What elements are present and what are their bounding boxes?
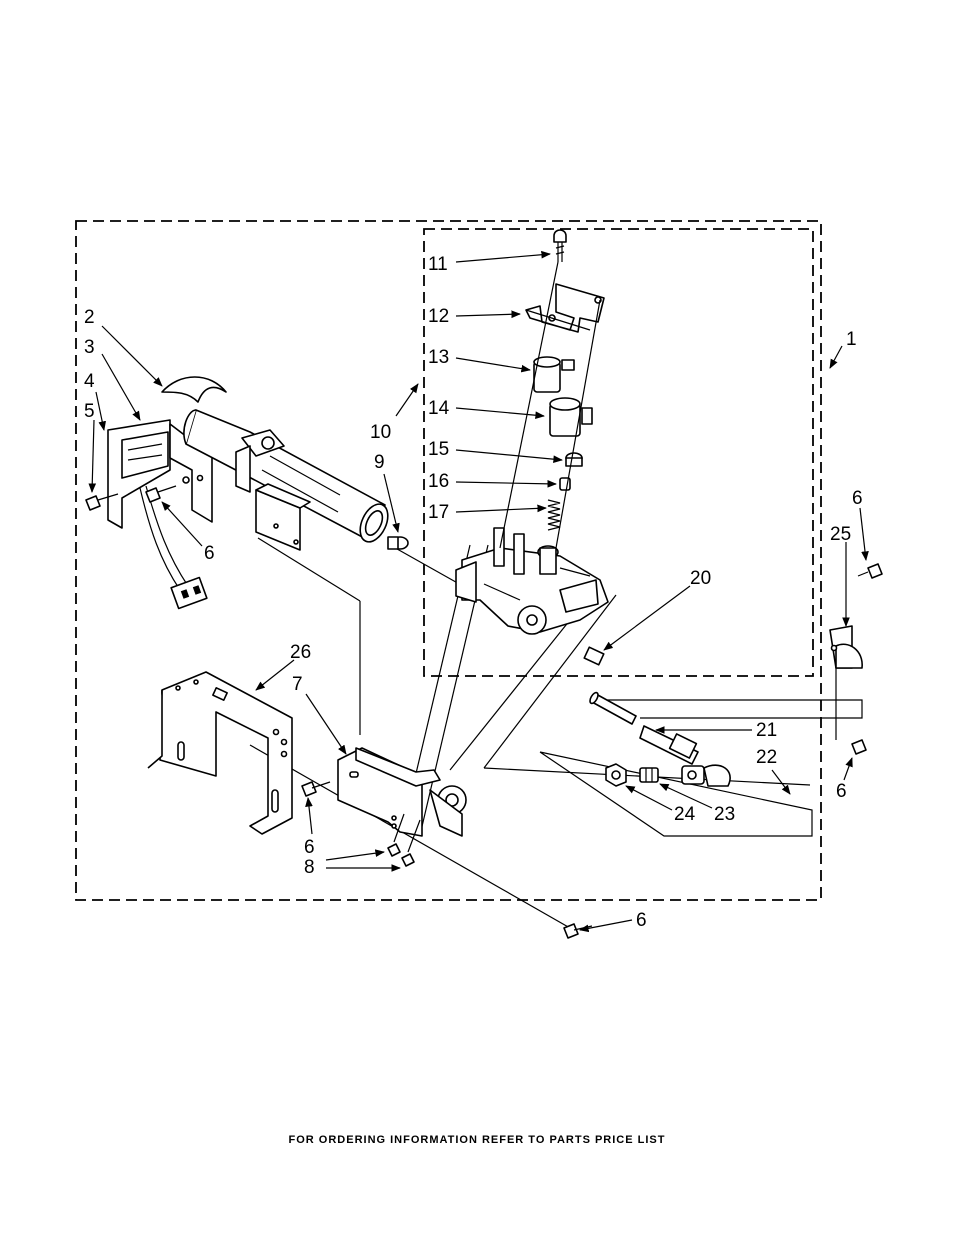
valve-assembly-boundary: [423, 228, 814, 677]
bracket-25: [829, 625, 863, 669]
callout-22: 22: [756, 747, 777, 768]
alignment-lines: [239, 459, 863, 929]
callout-9: 9: [374, 452, 385, 473]
callout-23: 23: [714, 804, 735, 825]
callout-4: 4: [84, 371, 95, 392]
igniter-wires: [139, 485, 208, 610]
coil-cover-12: [525, 283, 605, 333]
callout-14: 14: [428, 398, 450, 419]
callout-26: 26: [290, 642, 311, 663]
callout-6-bottom: 6: [636, 910, 647, 931]
coil-13: [533, 356, 575, 393]
screw-6-right: [851, 563, 883, 755]
burner-assembly-boundary: [75, 220, 822, 901]
callout-6-right-lower: 6: [836, 781, 847, 802]
part-15: [565, 452, 583, 467]
fitting-22: [681, 764, 731, 787]
callout-15: 15: [428, 439, 449, 460]
callout-3: 3: [84, 337, 95, 358]
burner-tube-part: [161, 376, 389, 543]
coil-14: [549, 397, 593, 437]
callout-7: 7: [292, 674, 303, 695]
callout-24: 24: [674, 804, 696, 825]
callout-6-left: 6: [204, 543, 215, 564]
callout-17: 17: [428, 502, 449, 523]
part-20: [583, 646, 605, 666]
callout-5: 5: [84, 401, 95, 422]
tube-21: [589, 691, 699, 765]
callout-8: 8: [304, 857, 315, 878]
screw-11: [553, 229, 567, 262]
ordering-info-note: FOR ORDERING INFORMATION REFER TO PARTS …: [288, 1134, 666, 1146]
igniter-plate-7: [337, 747, 467, 837]
screws-6-8: [301, 781, 593, 939]
fitting-23: [639, 767, 659, 783]
screw-6-left: [85, 485, 177, 511]
callout-25: 25: [830, 524, 851, 545]
callout-1: 1: [846, 329, 857, 350]
callout-16: 16: [428, 471, 449, 492]
spring-17: [547, 499, 561, 531]
callout-6-lower: 6: [304, 837, 315, 858]
orifice-part: [387, 536, 409, 550]
callout-2: 2: [84, 307, 95, 328]
valve-axis-lines: [499, 261, 601, 549]
callout-12: 12: [428, 306, 449, 327]
leader-arrows: [88, 250, 869, 933]
heat-shield-plate: [255, 483, 311, 551]
fitting-24: [605, 763, 627, 787]
callout-6-right-upper: 6: [852, 488, 863, 509]
callout-13: 13: [428, 347, 449, 368]
callout-20: 20: [690, 568, 711, 589]
callout-21: 21: [756, 720, 777, 741]
callout-11: 11: [428, 254, 448, 275]
gas-valve-part: [455, 527, 609, 635]
callout-10: 10: [370, 422, 391, 443]
mounting-bracket-26: [147, 671, 293, 835]
